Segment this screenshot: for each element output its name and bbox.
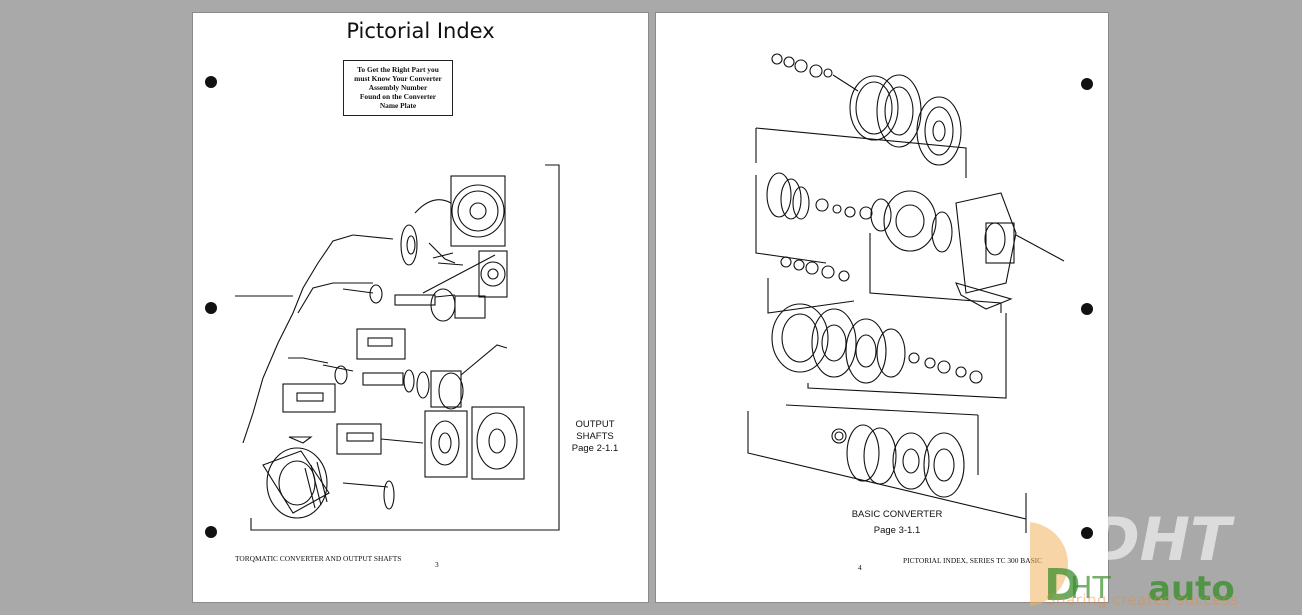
dht-auto-watermark-logo: DHT D HT auto [1030, 508, 1235, 611]
binder-hole [1081, 303, 1093, 315]
notice-line: Name Plate [379, 101, 417, 110]
page-footer-caption: PICTORIAL INDEX, SERIES TC 300 BASIC [903, 556, 1043, 565]
svg-text:auto: auto [1148, 569, 1235, 609]
output-shafts-exploded-illustration [235, 164, 560, 531]
right-document-page: BASIC CONVERTER Page 3-1.1 4 PICTORIAL I… [655, 12, 1109, 603]
callout-line: BASIC CONVERTER [851, 509, 943, 520]
binder-hole [1081, 527, 1093, 539]
left-document-page: Pictorial Index To Get the Right Part yo… [192, 12, 649, 603]
callout-line: OUTPUT [575, 419, 615, 430]
binder-hole [205, 526, 217, 538]
notice-line: must Know Your Converter [354, 74, 442, 83]
page-title: Pictorial Index [346, 19, 495, 43]
callout-line: Page 3-1.1 [873, 525, 921, 536]
notice-line: To Get the Right Part you [357, 65, 439, 74]
callout-line: SHAFTS [576, 431, 614, 442]
svg-text:D: D [1044, 560, 1081, 611]
output-shafts-callout: OUTPUT SHAFTS Page 2-1.1 [563, 419, 627, 455]
page-number: 4 [858, 563, 862, 572]
notice-line: Assembly Number [368, 83, 428, 92]
basic-converter-callout: BASIC CONVERTER Page 3-1.1 [842, 509, 952, 537]
binder-hole [205, 302, 217, 314]
svg-text:DHT: DHT [1090, 508, 1235, 575]
assembly-number-notice: To Get the Right Part you must Know Your… [343, 60, 453, 116]
binder-hole [1081, 78, 1093, 90]
binder-hole [205, 76, 217, 88]
page-number: 3 [435, 560, 439, 569]
notice-line: Found on the Converter [359, 92, 437, 101]
page-footer-caption: TORQMATIC CONVERTER AND OUTPUT SHAFTS [235, 554, 402, 563]
watermark-tagline: Sharing creates success [1046, 591, 1239, 609]
svg-text:HT: HT [1070, 571, 1112, 606]
basic-converter-exploded-illustration [747, 53, 1065, 533]
callout-line: Page 2-1.1 [571, 443, 619, 454]
